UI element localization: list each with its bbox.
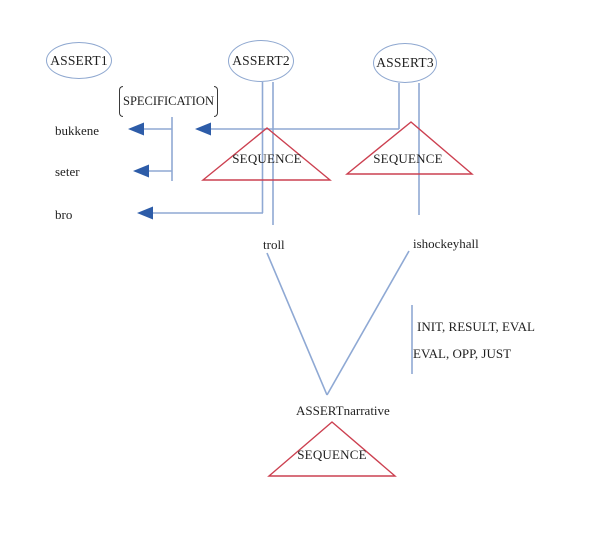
sequence-bottom-label: SEQUENCE [297, 447, 367, 462]
assert2-node: ASSERT2 [228, 40, 294, 82]
seter-arrowhead-icon [133, 164, 149, 178]
right-bracket-icon [214, 86, 218, 117]
assert-narrative-label: ASSERTnarrative [296, 403, 390, 418]
left-bracket-icon [119, 86, 123, 117]
init-result-eval-label: INIT, RESULT, EVAL [417, 319, 535, 334]
bukkene-label: bukkene [55, 123, 100, 138]
sequence-triangle-right [345, 121, 474, 175]
sequence-right-label: SEQUENCE [373, 151, 443, 166]
eval-opp-just-label: EVAL, OPP, JUST [413, 346, 512, 361]
bukkene-arrowhead-icon [128, 122, 144, 136]
troll-to-narrative-diagonal [266, 252, 328, 396]
ishockeyhall-to-narrative-diagonal [326, 250, 410, 396]
assert1-label: ASSERT1 [50, 52, 108, 68]
sequence-triangle-bottom [267, 421, 397, 477]
bro-arrowhead-icon [137, 206, 153, 220]
assert3-label: ASSERT3 [376, 55, 434, 70]
troll-label: troll [263, 237, 285, 252]
bro-label: bro [55, 207, 73, 222]
specification-node: SPECIFICATION [119, 86, 218, 117]
sequence-triangle-left [201, 127, 332, 181]
assert1-node: ASSERT1 [46, 42, 112, 79]
assert2-label: ASSERT2 [232, 53, 290, 68]
sequence-left-label: SEQUENCE [232, 151, 302, 166]
seter-label: seter [55, 164, 80, 179]
specification-label: SPECIFICATION [123, 94, 214, 108]
ishockeyhall-label: ishockeyhall [413, 236, 479, 251]
specification-arrowhead-icon [195, 122, 211, 136]
assert3-node: ASSERT3 [373, 43, 437, 83]
